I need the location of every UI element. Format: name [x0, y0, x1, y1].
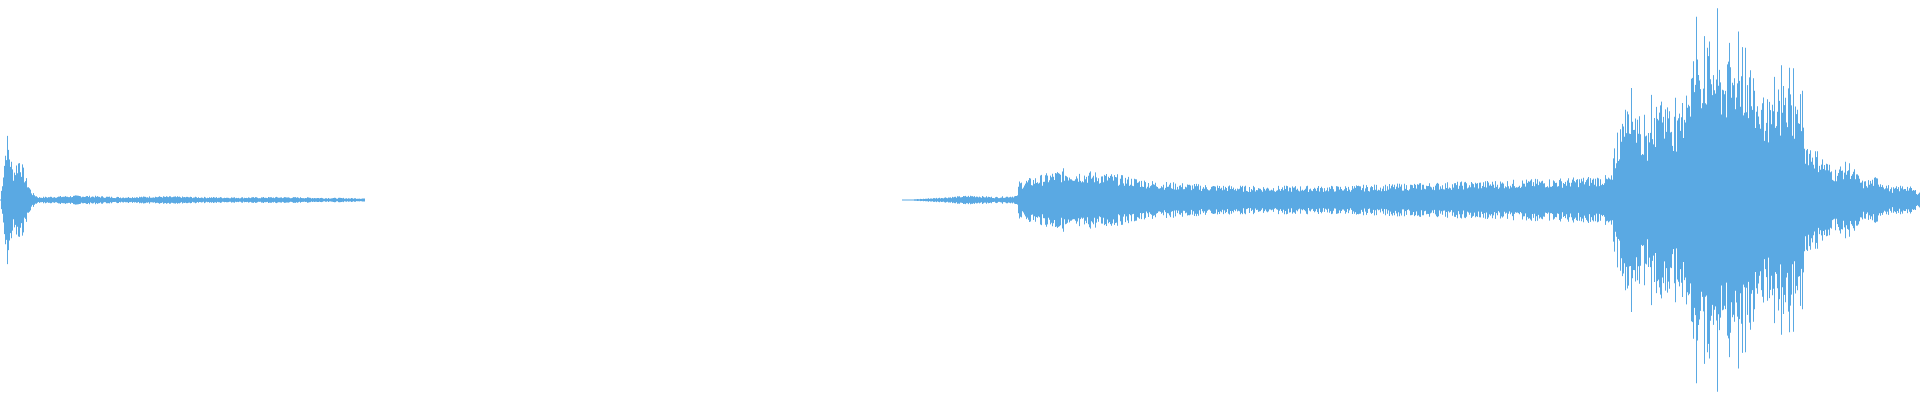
waveform-segment-low-tail: [38, 195, 365, 205]
waveform-segment-decay: [1805, 149, 1920, 251]
waveform-segment-sustained-body: [1018, 168, 1613, 232]
waveform-segment-loud-section: [1613, 8, 1805, 392]
waveform-segment-intro-burst: [0, 135, 38, 265]
waveform-bars: [0, 8, 1920, 392]
waveform-segment-pre-roll: [902, 195, 1018, 205]
